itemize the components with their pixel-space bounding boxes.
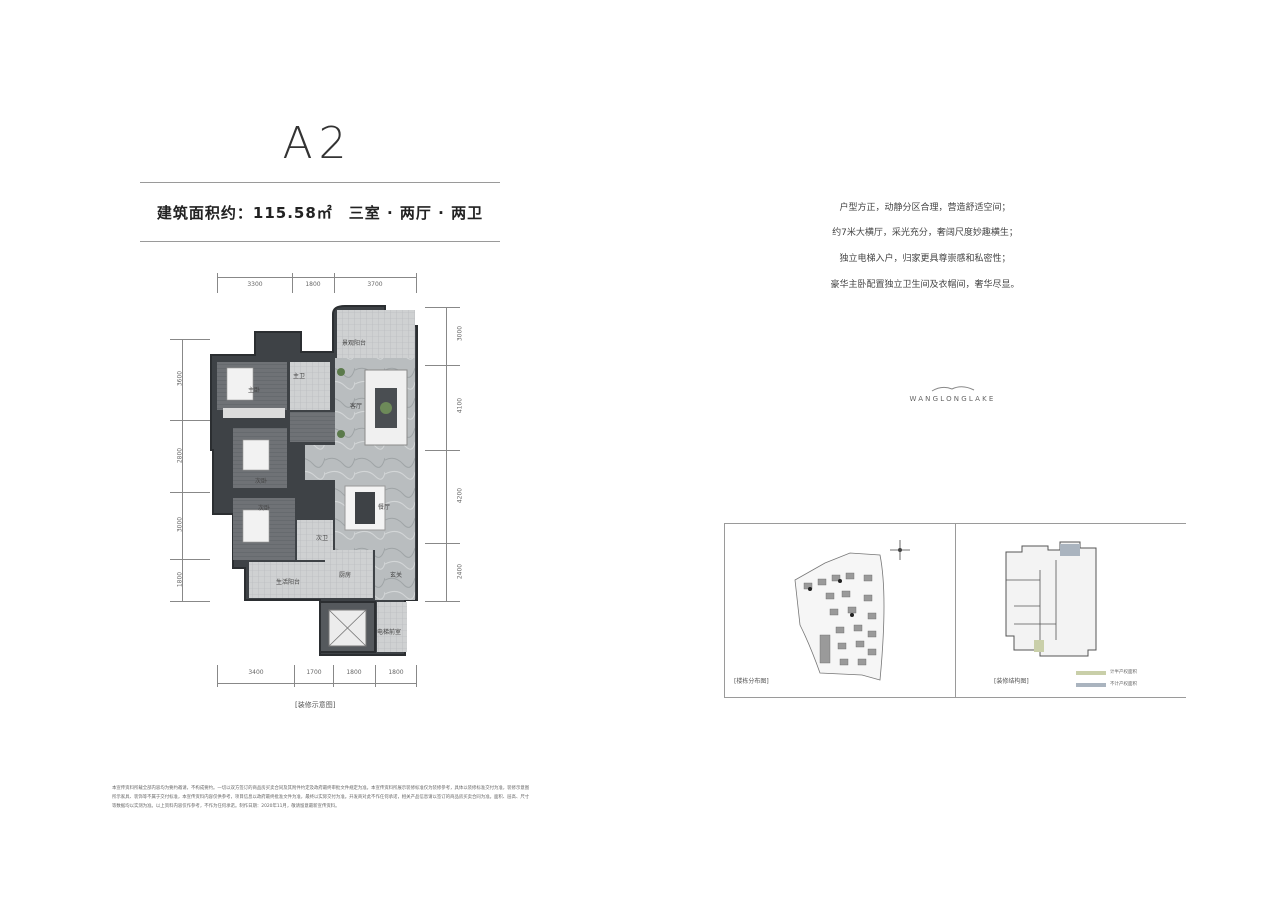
dim-top-3: 3700 — [367, 281, 383, 288]
dim-left-4: 1800 — [176, 571, 184, 588]
compass-icon — [890, 540, 910, 560]
label-dining: 餐厅 — [378, 504, 391, 511]
label-kitchen: 厨房 — [339, 572, 352, 579]
panel-left-edge — [724, 523, 725, 697]
brand-name: WANGLONGLAKE — [909, 395, 996, 403]
unit-specs: 建筑面积约：115.58㎡ 三室 · 两厅 · 两卫 — [156, 204, 484, 222]
description-line-4: 豪华主卧配置独立卫生间及衣帽间，奢华尽显。 — [830, 280, 1020, 290]
label-living: 客厅 — [350, 403, 363, 410]
dim-left-1: 3600 — [176, 370, 184, 387]
label-public-bath: 次卫 — [316, 535, 329, 542]
legend-label-2: 不计产权面积 — [1110, 682, 1137, 687]
label-master-bath: 主卫 — [293, 373, 306, 380]
legend-swatch-1 — [1076, 671, 1106, 675]
label-elevator-hall: 电梯前室 — [377, 629, 402, 636]
site-plan-caption: [楼栋分布图] — [734, 678, 769, 685]
label-balcony: 景观阳台 — [342, 340, 367, 347]
floor-plan-drawing — [210, 305, 418, 656]
dim-left-2: 2800 — [176, 447, 184, 464]
label-entry: 玄关 — [390, 572, 403, 579]
dim-right-2: 4100 — [456, 397, 464, 414]
description-line-1: 户型方正，动静分区合理，营造舒适空间； — [839, 203, 1011, 213]
site-plan-map — [794, 540, 910, 681]
label-bedroom2: 次卧 — [255, 478, 268, 485]
dim-left-3: 3000 — [176, 516, 184, 533]
dim-bottom-3: 1800 — [346, 669, 362, 676]
disclaimer-text: 本宣传资料所载全部内容均为要约邀请，不构成要约。一切以双方签订的商品房买卖合同及… — [112, 786, 530, 809]
legend-swatch-2 — [1076, 683, 1106, 687]
dim-right-3: 4200 — [456, 487, 464, 504]
description-line-2: 约7米大横厅，采光充分，奢阔尺度妙趣横生； — [832, 228, 1018, 238]
legend-label-1: 计半产权面积 — [1110, 670, 1137, 675]
floorplan-caption: [装修示意图] — [295, 701, 336, 709]
label-utility-balcony: 生活阳台 — [276, 579, 301, 586]
dim-bottom-2: 1700 — [306, 669, 322, 676]
dim-top-1: 3300 — [247, 281, 263, 288]
dim-bottom-4: 1800 — [388, 669, 404, 676]
brand-logo-icon — [931, 386, 975, 392]
panel-divider — [955, 523, 956, 697]
title-rule-bottom — [140, 241, 500, 242]
panel-rule-bottom — [724, 697, 1186, 698]
label-bedroom3: 次卧 — [258, 505, 271, 512]
label-master-bedroom: 主卧 — [248, 387, 261, 394]
dim-right-4: 2400 — [456, 563, 464, 580]
dim-top-2: 1800 — [305, 281, 321, 288]
title-rule-top — [140, 182, 500, 183]
balcony-floor — [337, 310, 415, 358]
dim-right-1: 3000 — [456, 325, 464, 342]
description-line-3: 独立电梯入户，归家更具尊崇感和私密性； — [839, 254, 1011, 264]
unit-title: A2 — [282, 118, 353, 169]
dim-bottom-1: 3400 — [248, 669, 264, 676]
structure-plan-caption: [装修结构图] — [994, 678, 1029, 685]
structure-plan-drawing — [1005, 541, 1097, 657]
